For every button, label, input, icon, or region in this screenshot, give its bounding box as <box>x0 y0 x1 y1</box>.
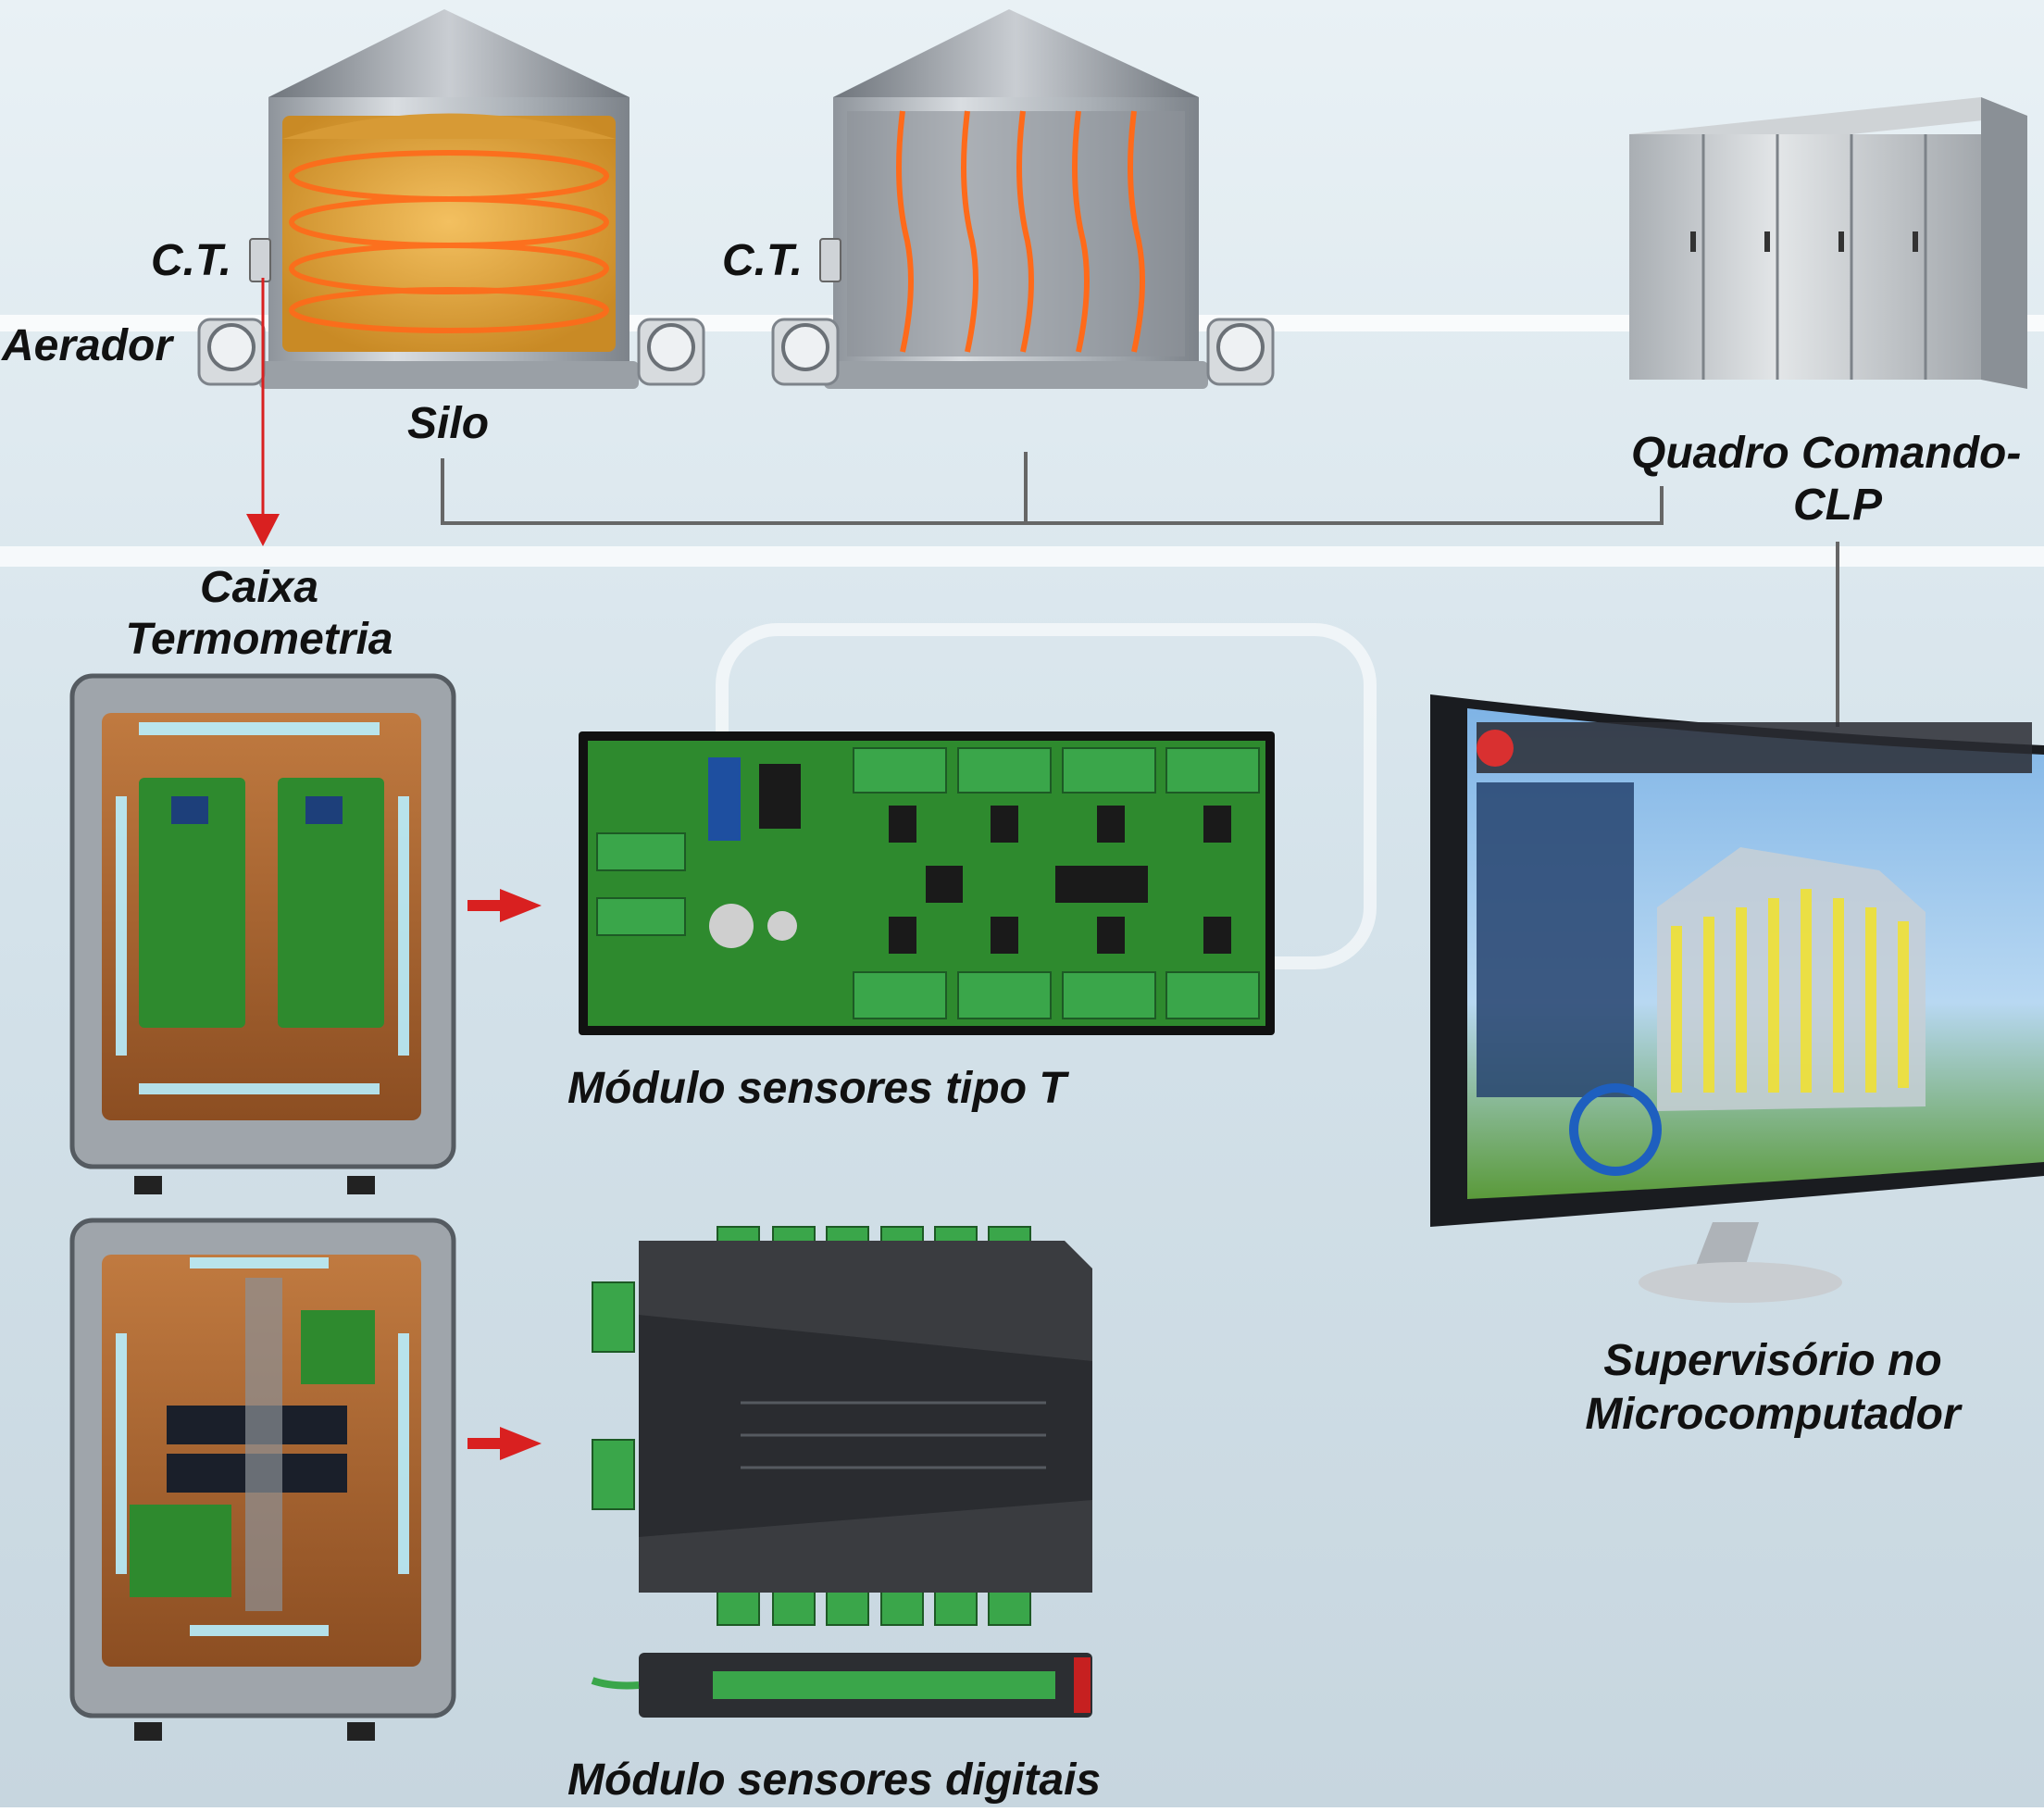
sensor-module-digital <box>591 1226 1092 1718</box>
module-type-t-label: Módulo sensores tipo T <box>567 1064 1066 1113</box>
light-strip <box>0 546 2044 567</box>
thermometry-box-1 <box>69 673 456 1194</box>
silo-grain <box>259 9 639 389</box>
aerator-fan <box>197 318 266 386</box>
sensor-module-type-t <box>579 731 1275 1035</box>
ct-label-silo-2: C.T. <box>722 236 804 285</box>
thermometry-box-label-line2: Termometria <box>125 615 393 664</box>
control-cabinet <box>1629 97 2027 389</box>
ct-box <box>819 238 841 282</box>
network-wiring <box>441 452 1839 727</box>
silo-label: Silo <box>407 399 490 448</box>
control-panel-label-line2: CLP <box>1793 481 1882 530</box>
aerator-fan <box>637 318 705 386</box>
aerator-label: Aerador <box>2 321 173 370</box>
module-digital-label: Módulo sensores digitais <box>567 1756 1102 1805</box>
arrow-to-module-digital <box>467 1427 542 1460</box>
silo-sensors <box>824 9 1208 389</box>
supervisory-monitor <box>1430 694 2044 1303</box>
aerator-fan <box>1206 318 1275 386</box>
supervisory-label-line1: Supervisório no <box>1603 1336 1942 1385</box>
ct-box <box>249 238 271 282</box>
control-panel-label-line1: Quadro Comando- <box>1631 429 2022 478</box>
ct-label-silo-1: C.T. <box>151 236 232 285</box>
aerator-fan <box>771 318 840 386</box>
supervisory-label-line2: Microcomputador <box>1585 1390 1961 1439</box>
down-arrow <box>246 514 280 546</box>
heating-coils <box>289 150 609 333</box>
arrow-to-module-t <box>467 889 542 922</box>
temperature-cables <box>896 110 1145 353</box>
thermometry-box-label-line1: Caixa <box>199 563 319 612</box>
thermometry-box-2 <box>69 1218 456 1741</box>
